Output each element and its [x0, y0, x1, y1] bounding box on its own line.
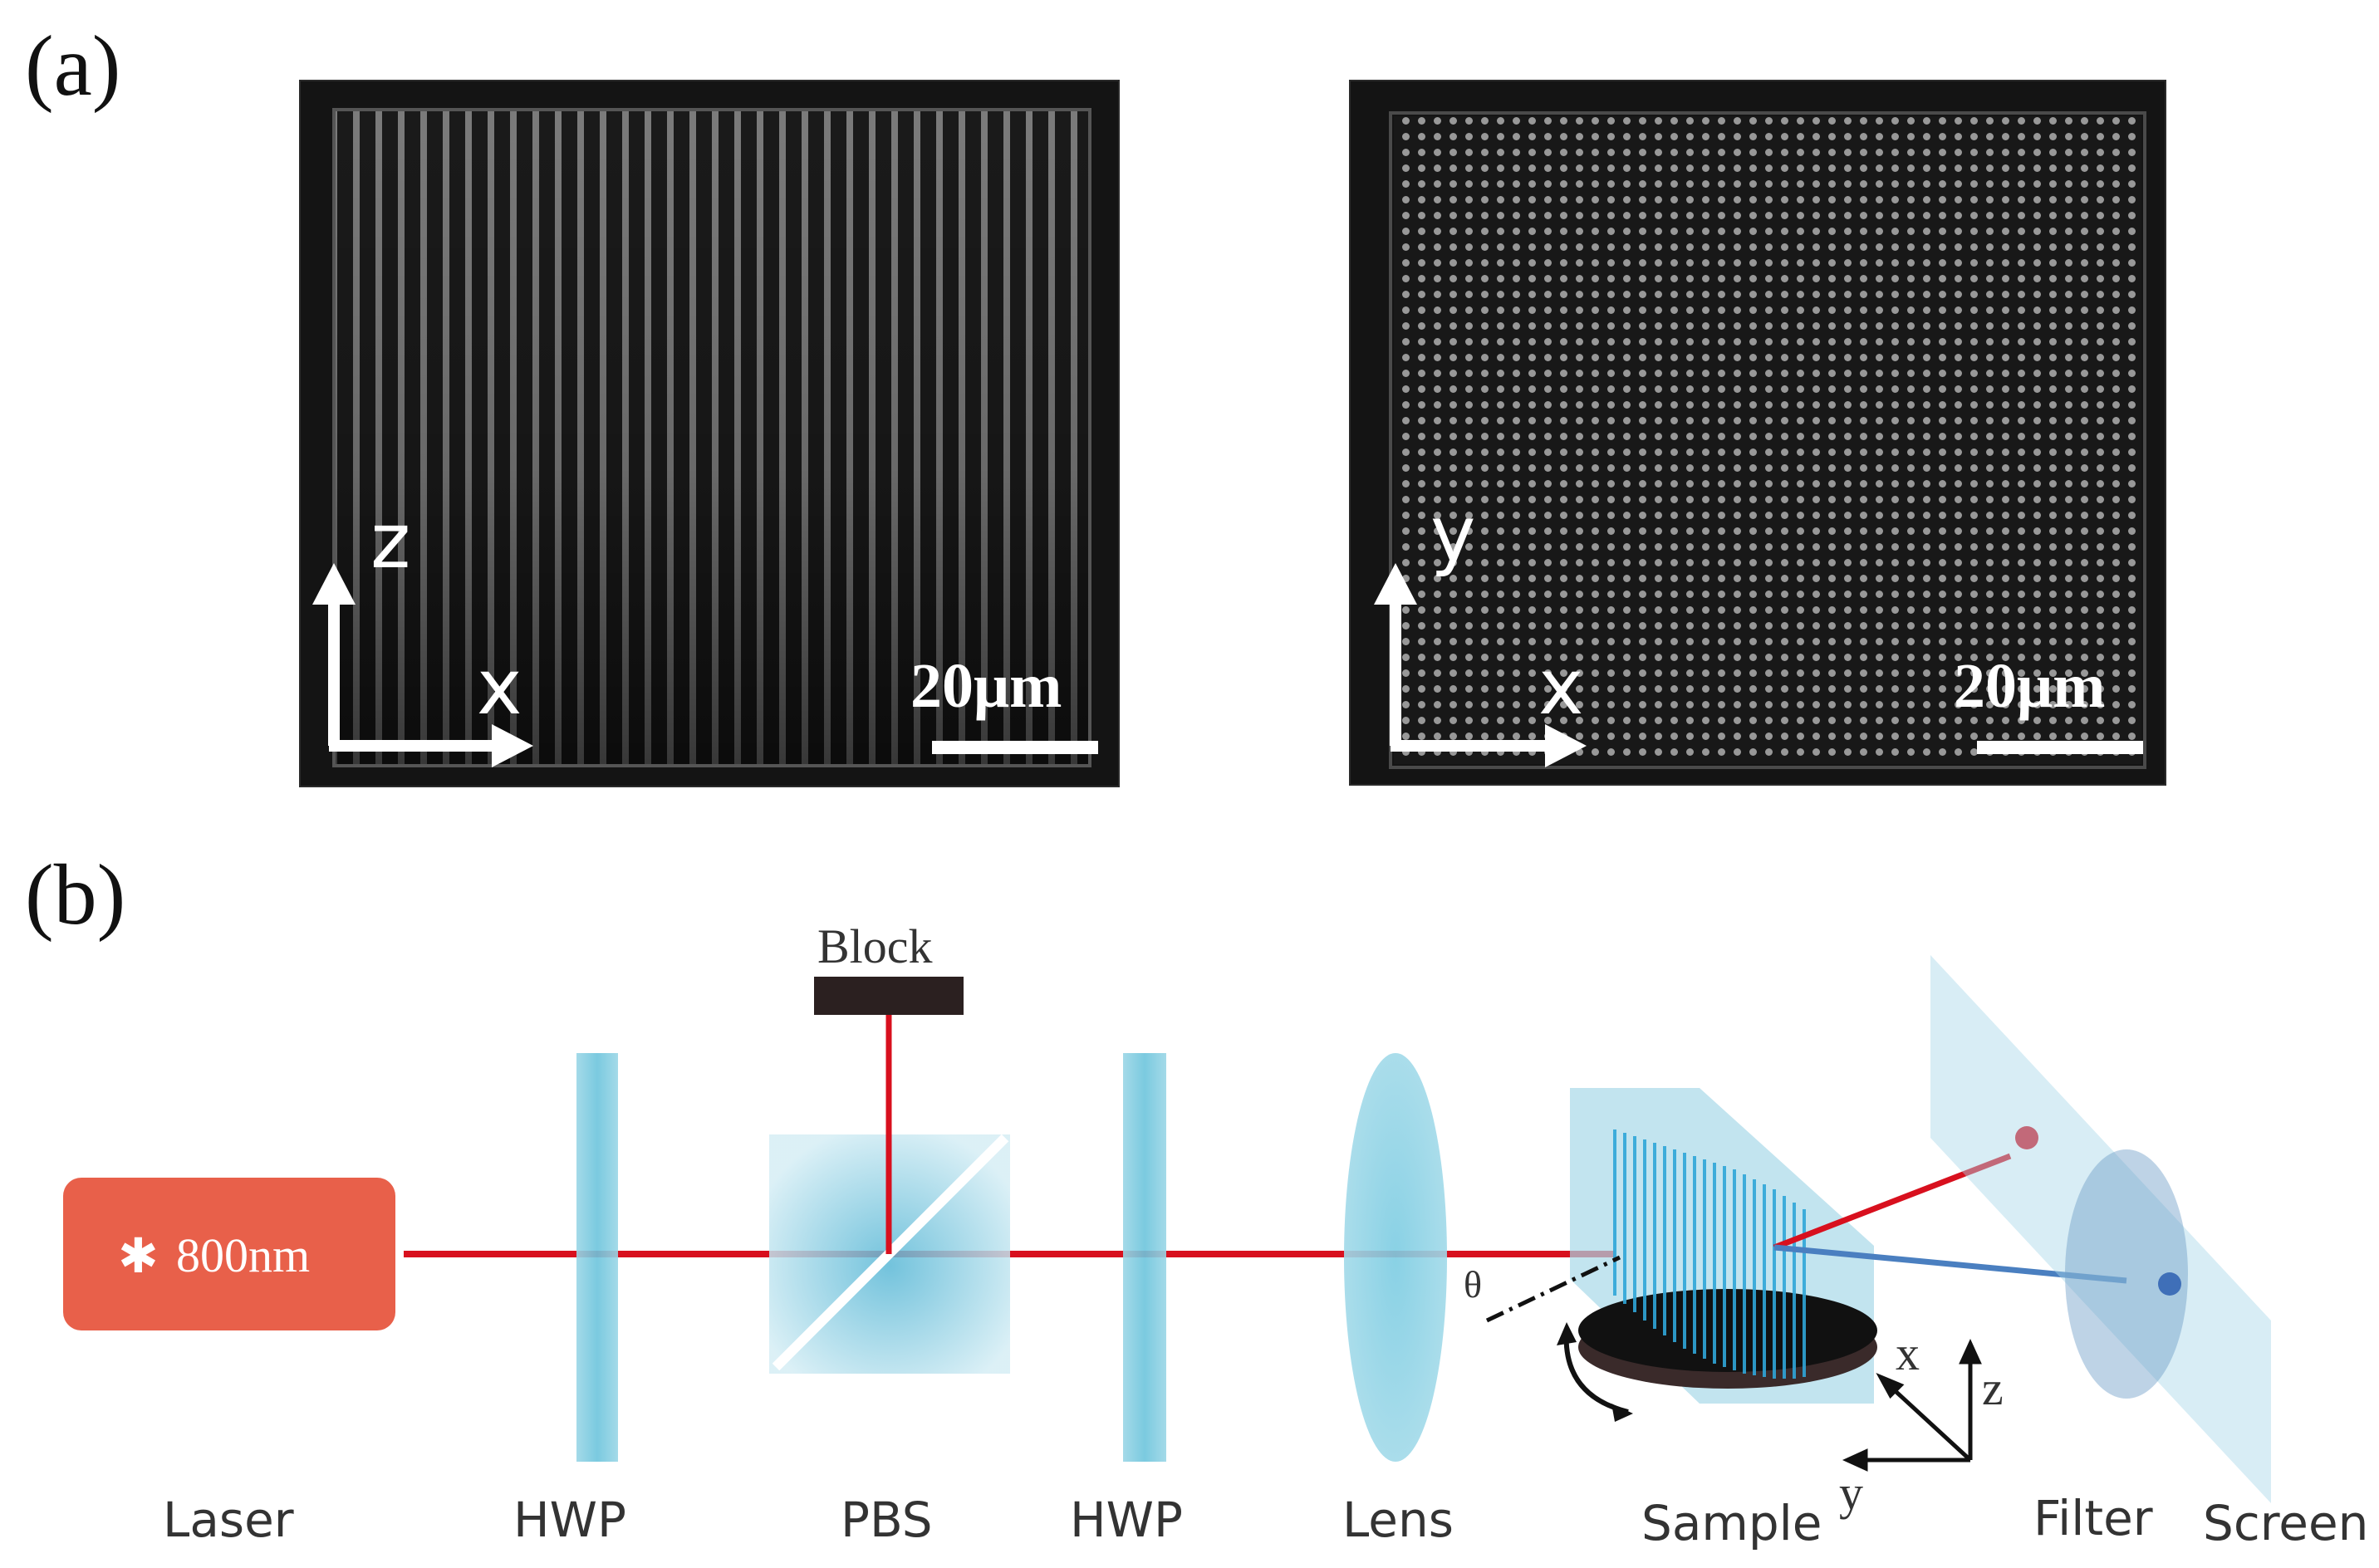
- label-laser: Laser: [163, 1492, 294, 1548]
- label-filter: Filter: [2033, 1490, 2153, 1546]
- laser-wavelength: 800nm: [176, 1228, 311, 1282]
- filter-disc: [2065, 1149, 2188, 1399]
- label-hwp-2: HWP: [1070, 1492, 1183, 1548]
- angle-label: θ: [1464, 1263, 1483, 1306]
- micrograph-left: z x 20μm: [299, 80, 1120, 787]
- panel-a-label: (a): [25, 18, 121, 114]
- axes-arrows-right: [1374, 563, 1587, 767]
- dot-array-pattern: [1389, 111, 2146, 769]
- micrograph-right: y x 20μm: [1349, 80, 2166, 786]
- panel-b-label: (b): [25, 847, 126, 943]
- laser-box: [63, 1178, 395, 1330]
- coord-y-label: y: [1839, 1466, 1863, 1520]
- axis-label-y: y: [1430, 490, 1476, 579]
- label-screen: Screen: [2203, 1495, 2369, 1551]
- block-label: Block: [817, 919, 933, 973]
- red-spot: [2015, 1126, 2038, 1149]
- axis-label-x: x: [477, 643, 522, 732]
- lens: [1344, 1053, 1447, 1462]
- hwp-1-plate: [576, 1053, 618, 1462]
- hwp-2-plate: [1123, 1053, 1166, 1462]
- output-blue-beam: [1773, 1244, 2127, 1284]
- axes-arrows-left: [312, 563, 533, 767]
- label-sample: Sample: [1641, 1495, 1822, 1551]
- laser-icon: ✱: [118, 1227, 159, 1284]
- label-hwp-1: HWP: [513, 1492, 626, 1548]
- axis-label-x-right: x: [1538, 643, 1584, 732]
- output-red-beam: [1773, 1153, 2012, 1251]
- label-lens: Lens: [1342, 1492, 1454, 1548]
- screen-plane: [1930, 955, 2271, 1503]
- coord-axes: [1842, 1338, 1982, 1472]
- line-grating-pattern: [332, 108, 1091, 767]
- scale-bar: [932, 741, 1098, 754]
- coord-x-label: x: [1896, 1326, 1920, 1380]
- scale-label: 20μm: [910, 651, 1062, 721]
- scale-label-right: 20μm: [1954, 651, 2106, 721]
- angle-normal-line: [1485, 1255, 1621, 1323]
- axis-label-z: z: [370, 497, 411, 586]
- coord-z-label: z: [1982, 1361, 2004, 1415]
- label-pbs: PBS: [841, 1492, 933, 1548]
- blue-spot: [2158, 1272, 2181, 1296]
- beam-block: [814, 977, 964, 1015]
- scale-bar-right: [1977, 741, 2143, 754]
- sample-pillars: [1613, 1129, 1806, 1379]
